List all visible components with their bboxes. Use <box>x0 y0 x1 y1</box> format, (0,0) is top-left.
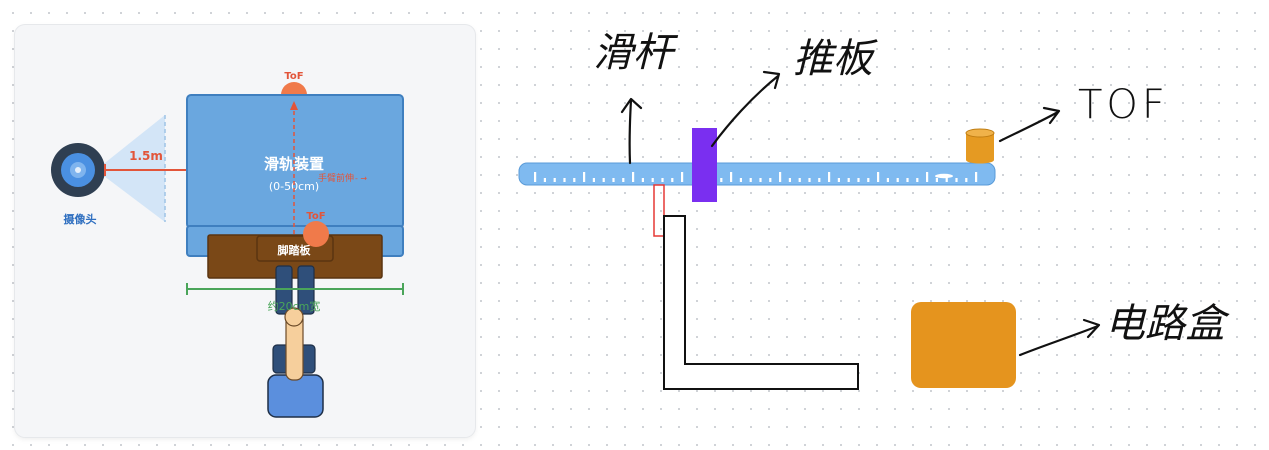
slide-rod-arrow <box>620 97 643 165</box>
arm-extension-label: 手臂前伸 <box>318 172 354 184</box>
rail-tick <box>573 178 576 182</box>
rail-tick <box>602 178 605 182</box>
rail-tick <box>886 178 889 182</box>
rail-tick <box>632 172 635 182</box>
foot-pedal-label: 脚踏板 <box>278 243 312 257</box>
rail-tick <box>671 178 674 182</box>
rail-tick <box>955 178 958 182</box>
tof-bottom-label: ToF <box>306 211 325 222</box>
width-label: 约20cm宽 <box>268 299 321 313</box>
tof-top-label: ToF <box>284 71 303 82</box>
rail-tick <box>759 178 762 182</box>
push-plate-label: 推板 <box>793 36 878 82</box>
rail-tick <box>896 178 899 182</box>
camera-view-cone <box>96 115 165 222</box>
tof-arrow <box>998 106 1061 143</box>
rail-tick <box>965 178 968 182</box>
camera-label: 摄像头 <box>64 212 97 226</box>
rail-tick <box>798 178 801 182</box>
rail-tick <box>592 178 595 182</box>
rail-tick <box>828 172 831 182</box>
rail-tick <box>857 178 860 182</box>
rail-tick <box>837 178 840 182</box>
tof-bottom-sensor <box>303 221 329 247</box>
circuit-box <box>911 302 1016 388</box>
rail-tick <box>975 172 978 182</box>
rod-connector <box>653 184 665 237</box>
slide-rod-label: 滑杆 <box>593 30 679 76</box>
rail-tick <box>808 178 811 182</box>
rail-tick <box>622 178 625 182</box>
rail-tick <box>945 178 948 182</box>
circuit-box-label: 电路盒 <box>1105 301 1230 347</box>
rail-tick <box>534 172 537 182</box>
rail-tick <box>779 172 782 182</box>
l-bracket <box>663 215 859 390</box>
rail-tick <box>553 178 556 182</box>
rail-slot <box>935 173 953 179</box>
tof-label: TOF <box>1078 82 1169 128</box>
rail-tick <box>661 178 664 182</box>
camera-icon <box>51 143 105 197</box>
push-plate-arrow <box>710 70 781 148</box>
rail-tick <box>847 178 850 182</box>
rail-tick <box>543 178 546 182</box>
rail-tick <box>641 178 644 182</box>
device-range: (0-50cm) <box>269 180 319 193</box>
slide-rod-rail <box>518 162 996 186</box>
rail-tick <box>906 178 909 182</box>
rail-ruler-ticks <box>534 172 978 182</box>
rail-tick <box>739 178 742 182</box>
rail-tick <box>788 178 791 182</box>
rail-tick <box>730 172 733 182</box>
rail-tick <box>818 178 821 182</box>
rail-tick <box>867 178 870 182</box>
rail-tick <box>926 172 929 182</box>
push-plate <box>692 128 717 202</box>
rail-tick <box>769 178 772 182</box>
rail-tick <box>935 178 938 182</box>
tof-cylinder <box>965 128 995 164</box>
tof-top-sensor <box>281 82 307 95</box>
rail-tick <box>681 172 684 182</box>
rail-tick <box>916 178 919 182</box>
rail-tick <box>651 178 654 182</box>
distance-label: 1.5m <box>129 149 163 163</box>
rail-tick <box>749 178 752 182</box>
rail-tick <box>720 178 723 182</box>
arm-extension-arrowhead <box>290 101 298 110</box>
rail-tick <box>563 178 566 182</box>
rail-tick <box>612 178 615 182</box>
rail-tick <box>583 172 586 182</box>
rail-tick <box>877 172 880 182</box>
arm-extension-arrow: - → <box>355 174 367 183</box>
circuit-box-arrow <box>1018 318 1101 357</box>
